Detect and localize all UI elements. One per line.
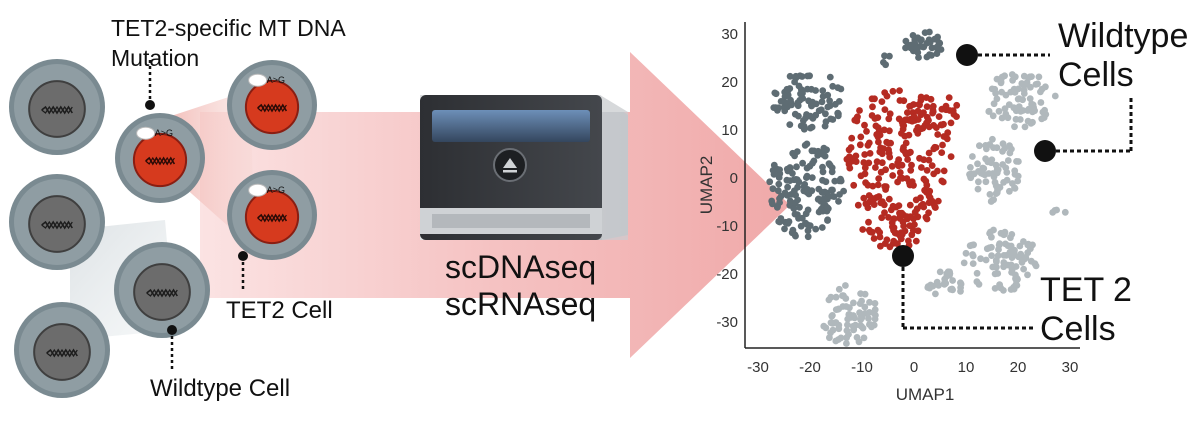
mitochondria-icon: [136, 126, 156, 140]
wildtype-cells-label-1: Wildtype: [1058, 17, 1188, 55]
tet2-cell: A>G: [227, 170, 317, 260]
tet2-cells-label-1: TET 2: [1040, 271, 1132, 309]
y-tick-label: 30: [721, 26, 738, 43]
x-tick-label: 30: [1062, 359, 1079, 376]
y-tick-label: -20: [716, 266, 738, 283]
wildtype-marker-1: [956, 44, 978, 66]
wildtype-cell-label: Wildtype Cell: [150, 375, 290, 402]
wildtype-cells-label-2: Cells: [1058, 56, 1134, 94]
wildtype-cell: [14, 302, 110, 398]
tet2-cells-label-2: Cells: [1040, 310, 1116, 348]
tet2-cell: A>G: [227, 60, 317, 150]
left-callouts: [145, 60, 248, 372]
wildtype-cell: [9, 174, 105, 270]
x-tick-label: 10: [958, 359, 975, 376]
seq-label-dna: scDNAseq: [445, 249, 596, 285]
wildtype-cell: [114, 242, 210, 338]
x-ticks: -30 -20 -10 0 10 20 30: [747, 359, 1078, 376]
mutation-label-line2: Mutation: [111, 45, 199, 71]
mitochondria-icon: [248, 183, 268, 197]
x-axis-label: UMAP1: [896, 385, 955, 404]
mutation-label-line1: TET2-specific MT DNA: [111, 15, 346, 41]
y-tick-label: -10: [716, 218, 738, 235]
y-tick-label: 0: [730, 170, 738, 187]
x-tick-label: 0: [910, 359, 918, 376]
y-axis-label: UMAP2: [697, 156, 716, 215]
mutation-badge: A>G: [267, 75, 285, 85]
tet2-cell: A>G: [115, 113, 205, 203]
y-ticks: 30 20 10 0 -10 -20 -30: [716, 26, 738, 331]
umap-callouts: [892, 44, 1133, 330]
x-tick-label: -30: [747, 359, 769, 376]
x-tick-label: 20: [1010, 359, 1027, 376]
tet2-marker: [892, 245, 914, 267]
mutation-badge: A>G: [267, 185, 285, 195]
y-tick-label: 20: [721, 74, 738, 91]
y-tick-label: 10: [721, 122, 738, 139]
x-tick-label: -20: [799, 359, 821, 376]
x-tick-label: -10: [851, 359, 873, 376]
mutation-badge: A>G: [155, 128, 173, 138]
seq-label-rna: scRNAseq: [445, 286, 596, 322]
wildtype-marker-2: [1034, 140, 1056, 162]
sequencer-icon: [420, 95, 628, 240]
y-tick-label: -30: [716, 314, 738, 331]
mitochondria-icon: [248, 73, 268, 87]
wildtype-cell: [9, 59, 105, 155]
tet2-cell-label: TET2 Cell: [226, 297, 333, 324]
cells-group: A>G A>G A>G: [9, 59, 317, 398]
umap-points: [766, 28, 1069, 347]
